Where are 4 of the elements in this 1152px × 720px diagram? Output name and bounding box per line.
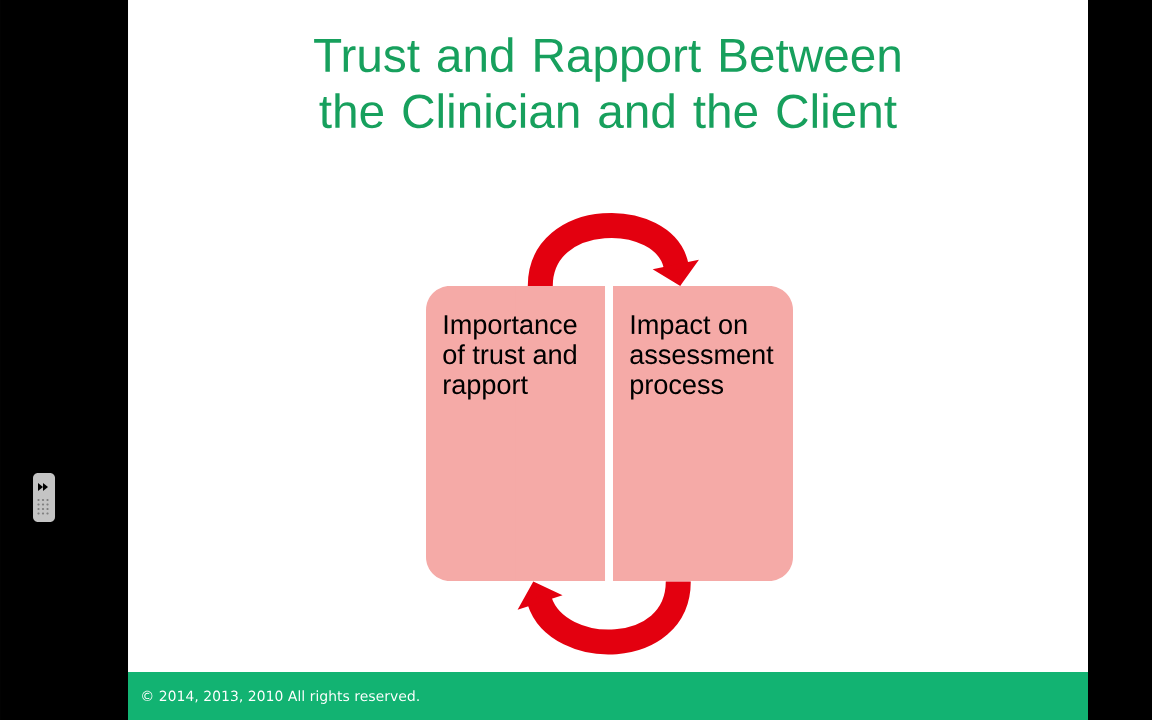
title: Trust and Rapport Between the Clinician and the Client xyxy=(314,37,900,129)
content-box: Importance of trust and rapport xyxy=(426,286,605,581)
content-box: Impact on assessment process xyxy=(613,286,793,581)
copyright-notice: © 2014, 2013, 2010 All rights reserved. xyxy=(142,690,419,704)
